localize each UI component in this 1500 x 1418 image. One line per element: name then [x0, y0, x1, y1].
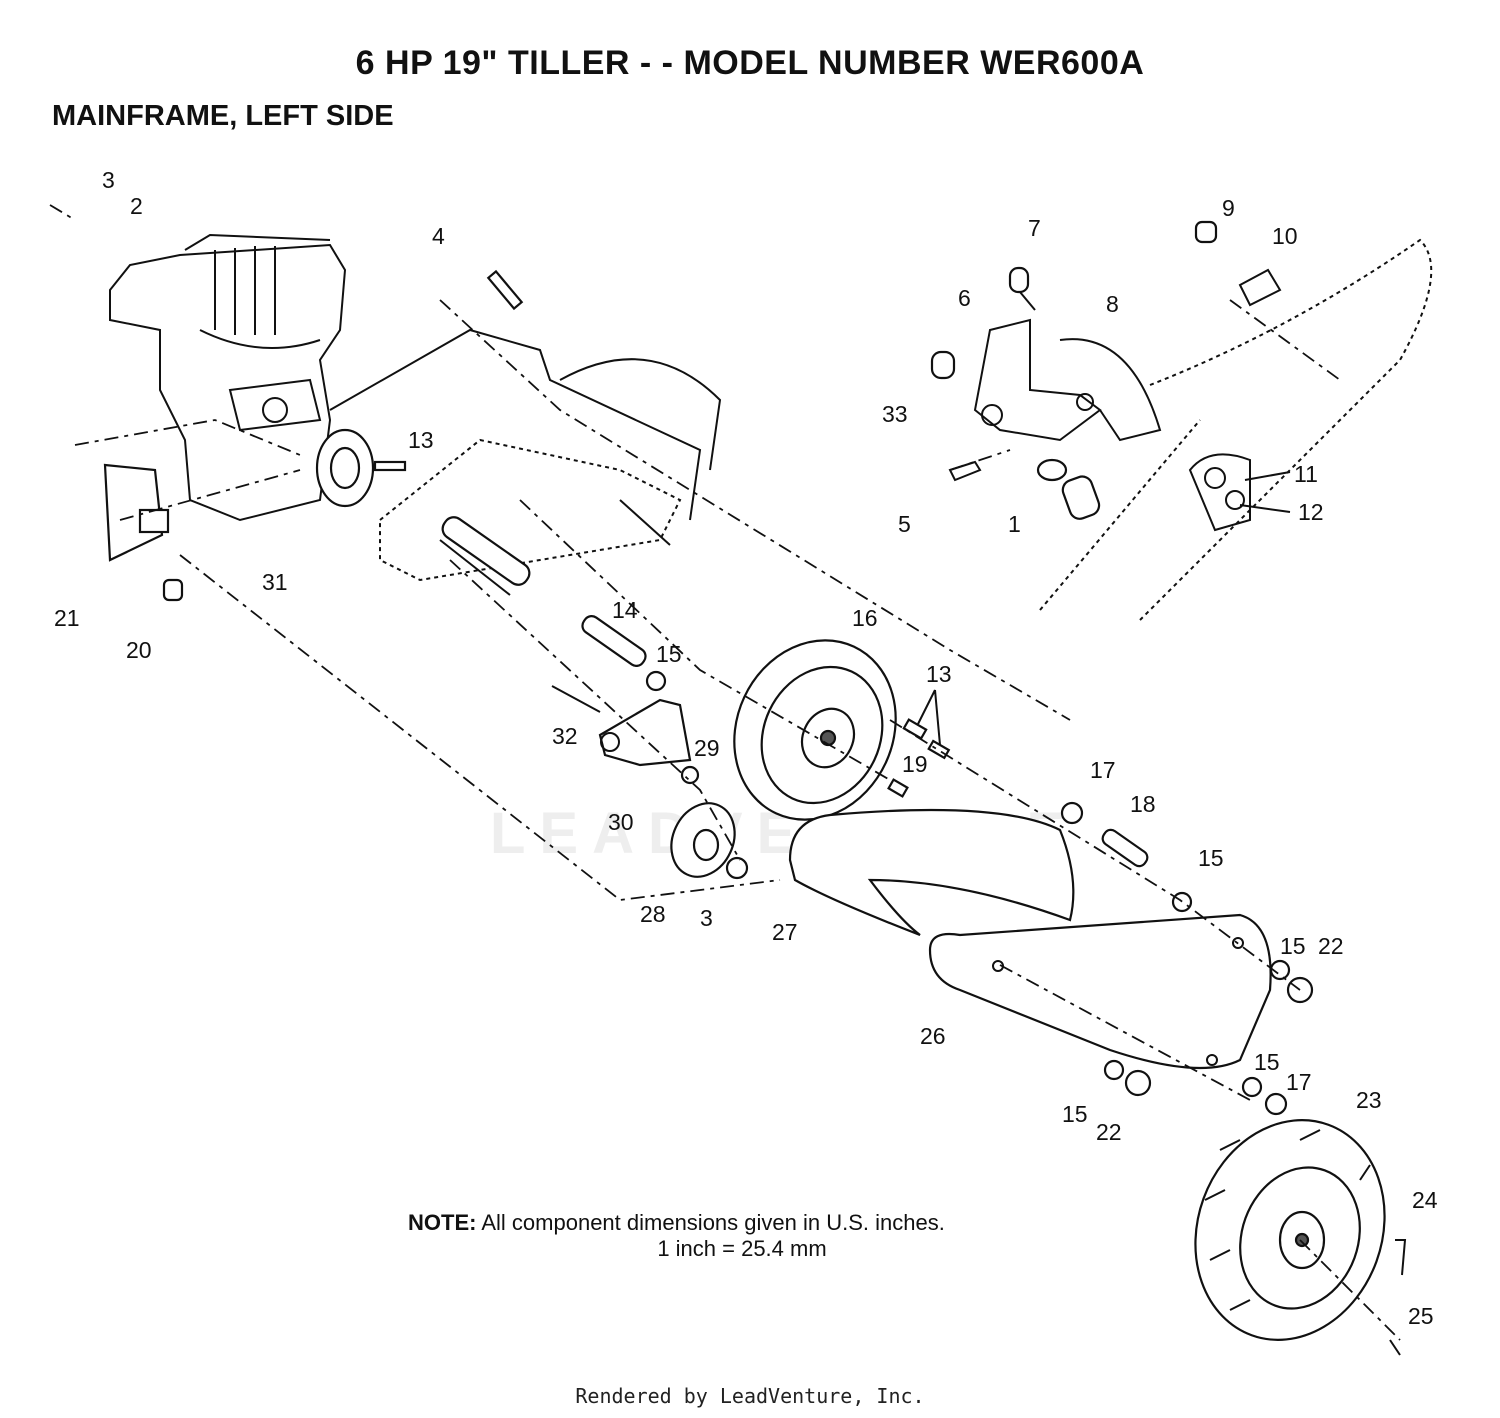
callout: 13 — [408, 427, 434, 453]
wheel — [1194, 1119, 1407, 1356]
callout: 23 — [1356, 1087, 1382, 1113]
callout: 28 — [640, 901, 666, 927]
callout: 22 — [1318, 933, 1344, 959]
depth-bar-bracket — [930, 220, 1282, 532]
note-line-1: All component dimensions given in U.S. i… — [481, 1210, 945, 1235]
callout: 4 — [432, 223, 445, 249]
drive-belt — [788, 808, 1075, 937]
callout: 15 — [1254, 1049, 1280, 1075]
callout: 7 — [1028, 215, 1041, 241]
callout: 8 — [1106, 291, 1119, 317]
callout: 12 — [1298, 499, 1324, 525]
callout: 17 — [1286, 1069, 1312, 1095]
callout: 15 — [1198, 845, 1224, 871]
note-line-2: 1 inch = 25.4 mm — [657, 1236, 827, 1261]
diagram-subtitle: MAINFRAME, LEFT SIDE — [52, 100, 394, 132]
callout: 27 — [772, 919, 798, 945]
callout: 21 — [54, 605, 80, 631]
callout: 9 — [1222, 195, 1235, 221]
callout: 1 — [1008, 511, 1021, 537]
mount-plate — [103, 463, 184, 602]
shafts-spacers — [441, 516, 1193, 913]
leader-lines — [49, 204, 1401, 1341]
diagram-title: 6 HP 19" TILLER - - MODEL NUMBER WER600A — [355, 44, 1145, 82]
callout: 26 — [920, 1023, 946, 1049]
callout: 5 — [898, 511, 911, 537]
engine — [109, 233, 347, 522]
callout: 18 — [1130, 791, 1156, 817]
callout: 15 — [1062, 1101, 1088, 1127]
callout: 3 — [700, 905, 713, 931]
callout: 24 — [1412, 1187, 1438, 1213]
callout: 6 — [958, 285, 971, 311]
callout: 32 — [552, 723, 578, 749]
large-pulley — [733, 639, 951, 821]
callout: 20 — [126, 637, 152, 663]
callout: 14 — [612, 597, 638, 623]
callout: 17 — [1090, 757, 1116, 783]
dimension-note: NOTE: All component dimensions given in … — [408, 1210, 1076, 1262]
engine-pulley — [315, 428, 407, 508]
callouts: 3 2 4 7 9 10 6 8 33 5 1 11 12 13 31 21 2… — [54, 167, 1438, 1329]
tine-shield-outline — [1039, 238, 1433, 621]
callout: 15 — [1280, 933, 1306, 959]
callout: 15 — [656, 641, 682, 667]
note-label: NOTE: — [408, 1210, 477, 1235]
callout: 33 — [882, 401, 908, 427]
callout: 11 — [1294, 461, 1318, 487]
callout: 16 — [852, 605, 878, 631]
callout: 25 — [1408, 1303, 1434, 1329]
callout: 31 — [262, 569, 288, 595]
callout: 13 — [926, 661, 952, 687]
callout: 2 — [130, 193, 143, 219]
callout: 10 — [1272, 223, 1298, 249]
belt-cover — [928, 913, 1314, 1116]
callout: 22 — [1096, 1119, 1122, 1145]
mainframe — [329, 269, 722, 596]
callout: 19 — [902, 751, 928, 777]
callout: 29 — [694, 735, 720, 761]
idler-assembly — [598, 698, 749, 880]
callout: 30 — [608, 809, 634, 835]
callout: 3 — [102, 167, 115, 193]
footer-credit: Rendered by LeadVenture, Inc. — [575, 1384, 925, 1408]
